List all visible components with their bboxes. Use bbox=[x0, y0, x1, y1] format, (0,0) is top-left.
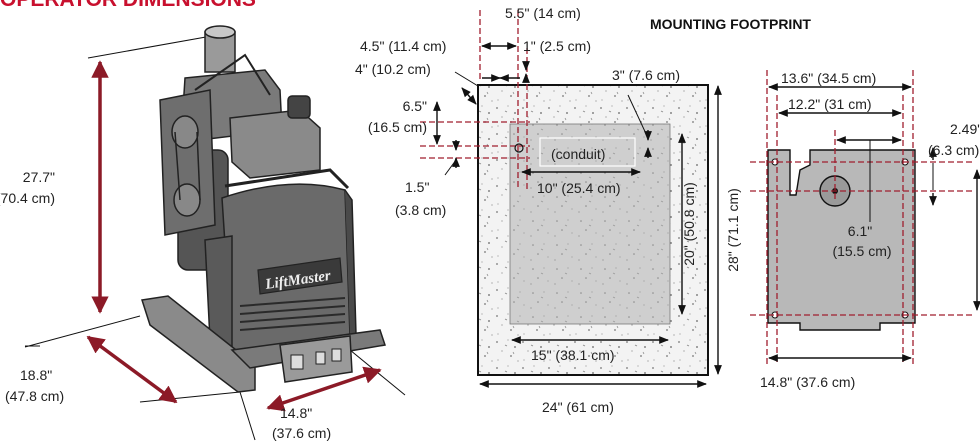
conduit-label: (conduit) bbox=[551, 146, 605, 162]
operator-height-in: 27.7" bbox=[23, 169, 55, 185]
dim-4-5: 4.5" (11.4 cm) bbox=[360, 38, 446, 54]
conduit-offset: 3" (7.6 cm) bbox=[612, 67, 680, 83]
plate-hole-in: 6.1" bbox=[848, 223, 872, 239]
dim-6-5-in: 6.5" bbox=[403, 98, 427, 114]
operator-illustration: LiftMaster 27.7" (70.4 cm) 18.8" (47.8 c… bbox=[0, 25, 406, 441]
anchor-hole-icon bbox=[514, 143, 524, 153]
plate-offset-cm: (6.3 cm) bbox=[928, 142, 979, 158]
mounting-plate-diagram: MOUNTING FOOTPRINT 13.6" (34.5 cm) 12.2"… bbox=[650, 16, 980, 390]
dim-pad-height: 28" (71.1 cm) bbox=[725, 188, 741, 272]
dim-pad-width: 24" (61 cm) bbox=[542, 399, 614, 415]
section-title: OPERATOR DIMENSIONS bbox=[0, 0, 256, 11]
operator-height-cm: (70.4 cm) bbox=[0, 190, 55, 206]
plate-bottom-width: 14.8" (37.6 cm) bbox=[760, 374, 855, 390]
concrete-pad-diagram: 5.5" (14 cm) 4.5" (11.4 cm) 1" (2.5 cm) … bbox=[355, 5, 741, 415]
mounting-plate bbox=[767, 149, 916, 331]
operator-depth-in: 18.8" bbox=[20, 367, 52, 383]
operator-footprint-area bbox=[509, 123, 671, 325]
dim-4: 4" (10.2 cm) bbox=[355, 61, 431, 77]
plate-outer-width: 13.6" (34.5 cm) bbox=[781, 70, 876, 86]
dim-inner-height: 20" (50.8 cm) bbox=[681, 182, 697, 266]
dim-1: 1" (2.5 cm) bbox=[523, 38, 591, 54]
dim-inner-bottom: 15" (38.1 cm) bbox=[531, 347, 615, 363]
dim-top-width: 5.5" (14 cm) bbox=[505, 5, 581, 21]
operator-width-cm: (37.6 cm) bbox=[272, 425, 331, 441]
dim-1-5-in: 1.5" bbox=[405, 179, 429, 195]
plate-offset-in: 2.49" bbox=[950, 121, 980, 137]
dim-6-5-cm: (16.5 cm) bbox=[368, 119, 427, 135]
dim-inner-width: 10" (25.4 cm) bbox=[537, 180, 621, 196]
plate-inner-width: 12.2" (31 cm) bbox=[788, 96, 872, 112]
plate-hole-cm: (15.5 cm) bbox=[832, 243, 891, 259]
dim-1-5-cm: (3.8 cm) bbox=[395, 202, 446, 218]
operator-width-in: 14.8" bbox=[280, 405, 312, 421]
operator-depth-cm: (47.8 cm) bbox=[5, 388, 64, 404]
mounting-footprint-heading: MOUNTING FOOTPRINT bbox=[650, 16, 811, 32]
